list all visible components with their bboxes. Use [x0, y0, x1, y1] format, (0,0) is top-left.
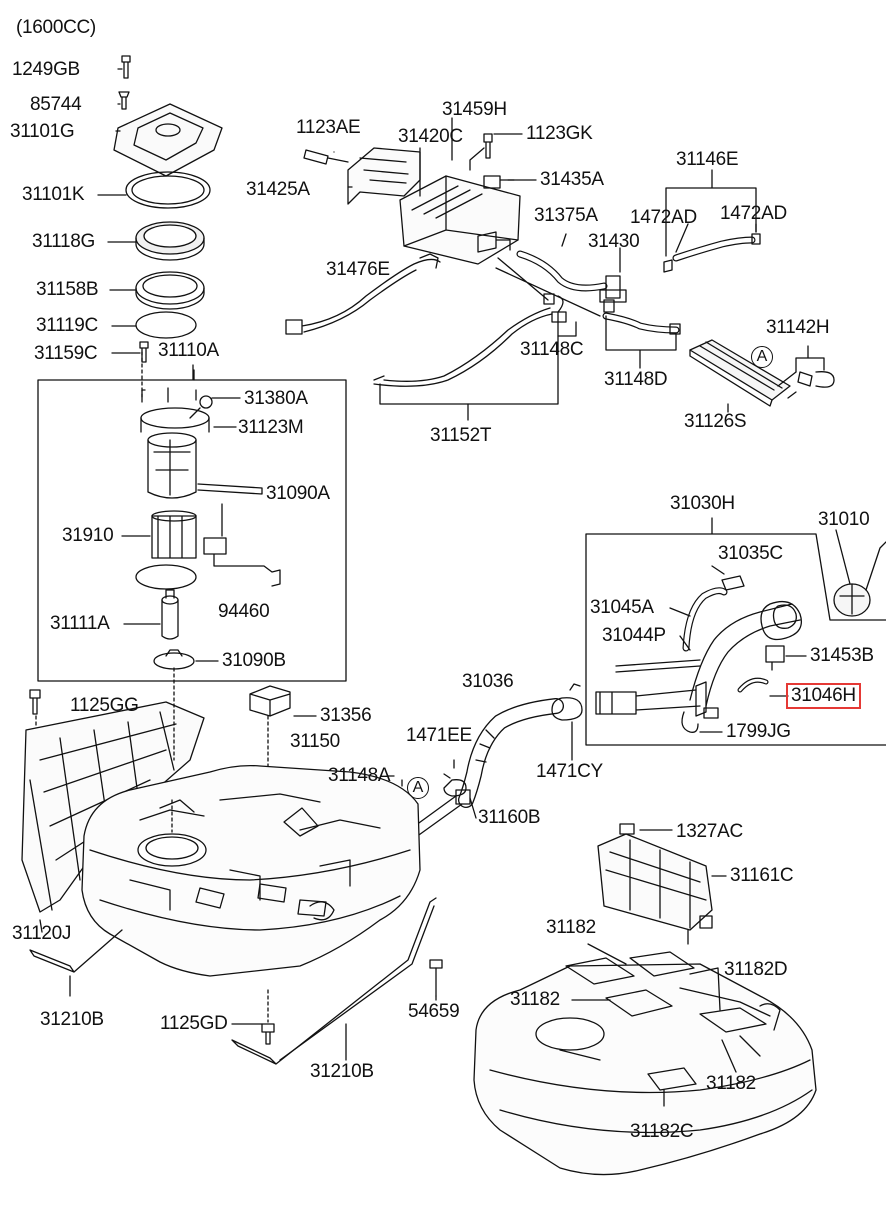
part-label-1123AE[interactable]: 1123AE [296, 117, 361, 138]
part-label-31035C[interactable]: 31035C [718, 543, 783, 564]
part-label-31142H[interactable]: 31142H [766, 317, 830, 338]
part-label-1249GB[interactable]: 1249GB [12, 59, 80, 80]
part-label-31148D[interactable]: 31148D [604, 369, 668, 390]
part-label-1125GD[interactable]: 1125GD [160, 1013, 228, 1034]
part-label-31182-top[interactable]: 31182 [546, 917, 596, 938]
part-label-31459H[interactable]: 31459H [442, 99, 507, 120]
part-label-31159C[interactable]: 31159C [34, 343, 98, 364]
engine-note: (1600CC) [16, 17, 96, 38]
part-label-31118G[interactable]: 31118G [32, 231, 95, 252]
part-label-1472AD-left[interactable]: 1472AD [630, 207, 697, 228]
part-label-31010[interactable]: 31010 [818, 509, 870, 530]
part-label-31111A[interactable]: 31111A [50, 613, 110, 634]
part-label-31182-mid[interactable]: 31182 [510, 989, 560, 1010]
part-label-31119C[interactable]: 31119C [36, 315, 98, 336]
part-label-31152T[interactable]: 31152T [430, 425, 492, 446]
evap-canister-assembly [285, 117, 835, 421]
filler-neck-assembly [585, 517, 886, 746]
part-label-31158B[interactable]: 31158B [36, 279, 99, 300]
part-label-31375A[interactable]: 31375A [534, 205, 598, 226]
part-label-31090A[interactable]: 31090A [266, 483, 330, 504]
part-label-31476E[interactable]: 31476E [326, 259, 390, 280]
part-label-85744[interactable]: 85744 [30, 94, 82, 115]
part-label-31160B[interactable]: 31160B [478, 807, 541, 828]
part-label-31161C[interactable]: 31161C [730, 865, 794, 886]
part-label-1123GK[interactable]: 1123GK [526, 123, 593, 144]
part-label-31123M[interactable]: 31123M [238, 417, 304, 438]
part-label-31380A[interactable]: 31380A [244, 388, 308, 409]
part-label-1125GG[interactable]: 1125GG [70, 695, 139, 716]
part-label-31435A[interactable]: 31435A [540, 169, 604, 190]
part-label-31148C[interactable]: 31148C [520, 339, 584, 360]
detail-a-callout-top: A [751, 346, 773, 368]
part-label-31210B-bottom[interactable]: 31210B [310, 1061, 374, 1082]
part-label-54659[interactable]: 54659 [408, 1001, 460, 1022]
part-label-1471EE[interactable]: 1471EE [406, 725, 472, 746]
part-label-31090B[interactable]: 31090B [222, 650, 286, 671]
part-label-94460[interactable]: 94460 [218, 601, 270, 622]
part-label-31046H-highlighted[interactable]: 31046H [786, 683, 861, 709]
part-label-31044P[interactable]: 31044P [602, 625, 666, 646]
part-label-31182C[interactable]: 31182C [630, 1121, 694, 1142]
part-label-31453B[interactable]: 31453B [810, 645, 874, 666]
fuel-tank [21, 667, 443, 1065]
part-label-31101K[interactable]: 31101K [22, 184, 85, 205]
part-label-31045A[interactable]: 31045A [590, 597, 654, 618]
fuel-tank-lower-right [473, 823, 817, 1176]
part-label-31210B-left[interactable]: 31210B [40, 1009, 104, 1030]
part-label-1799JG[interactable]: 1799JG [726, 721, 791, 742]
part-label-31036[interactable]: 31036 [462, 671, 514, 692]
part-label-31110A[interactable]: 31110A [158, 340, 219, 361]
detail-a-callout-tank: A [407, 777, 429, 799]
part-label-31148A[interactable]: 31148A [328, 765, 391, 786]
part-label-31430[interactable]: 31430 [588, 231, 640, 252]
pump-mounting-stack [97, 55, 223, 363]
part-label-1472AD-right[interactable]: 1472AD [720, 203, 787, 224]
part-label-31101G[interactable]: 31101G [10, 121, 75, 142]
part-label-31425A[interactable]: 31425A [246, 179, 310, 200]
part-label-31120J[interactable]: 31120J [12, 923, 72, 944]
part-label-31126S[interactable]: 31126S [684, 411, 747, 432]
part-label-1327AC[interactable]: 1327AC [676, 821, 743, 842]
part-label-1471CY[interactable]: 1471CY [536, 761, 603, 782]
part-label-31420C[interactable]: 31420C [398, 126, 463, 147]
part-label-31910[interactable]: 31910 [62, 525, 114, 546]
part-label-31356[interactable]: 31356 [320, 705, 372, 726]
part-label-31182D[interactable]: 31182D [724, 959, 788, 980]
part-label-31030H[interactable]: 31030H [670, 493, 735, 514]
part-label-31182-right[interactable]: 31182 [706, 1073, 756, 1094]
pump-module-assembly [37, 351, 347, 682]
part-label-31150[interactable]: 31150 [290, 731, 340, 752]
part-label-31146E[interactable]: 31146E [676, 149, 739, 170]
